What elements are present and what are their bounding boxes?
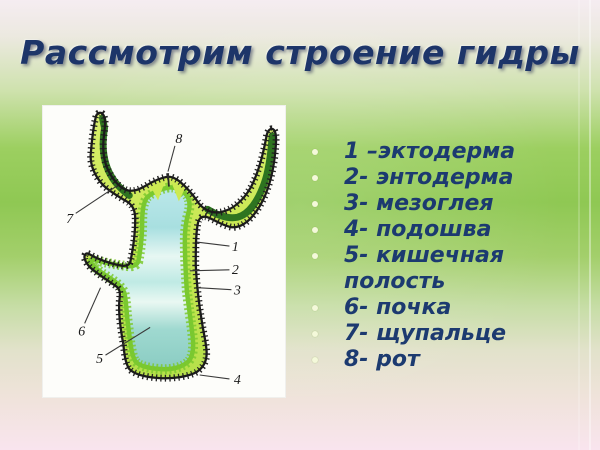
- legend-item-3: 3- мезоглея: [306, 191, 520, 217]
- figure-label-7: 7: [66, 212, 74, 227]
- legend-item-1: 1 –эктодерма: [306, 139, 520, 165]
- right-edge-highlight-2: [578, 0, 580, 450]
- bullet-icon: [312, 253, 318, 259]
- leader-line-8: [167, 145, 176, 172]
- bullet-icon: [312, 201, 318, 207]
- endoderm-fringe: [85, 182, 199, 375]
- leader-line-5: [105, 326, 151, 356]
- bullet-icon: [312, 357, 318, 363]
- figure-label-6: 6: [78, 324, 85, 339]
- hydra-diagram: 8 7 1 2 3 6 5 4: [66, 109, 280, 388]
- legend-item-6: 6- почка: [306, 295, 520, 321]
- figure-label-2: 2: [232, 263, 239, 278]
- figure-label-5: 5: [96, 352, 103, 367]
- legend-item-label: 1 –эктодерма: [344, 139, 516, 164]
- figure-label-1: 1: [232, 240, 239, 255]
- legend-item-7: 7- щупальце: [306, 321, 520, 347]
- legend-list: 1 –эктодерма 2- энтодерма 3- мезоглея 4-…: [306, 139, 520, 373]
- legend-item-label: 4- подошва: [344, 217, 492, 242]
- legend-item-label: 5- кишечная полость: [344, 243, 505, 294]
- figure-label-8: 8: [175, 132, 182, 147]
- legend-item-label: 2- энтодерма: [344, 165, 514, 190]
- legend-item-5: 5- кишечная полость: [306, 243, 520, 295]
- leader-line-7: [75, 185, 118, 214]
- figure-label-4: 4: [234, 373, 241, 388]
- legend-item-label: 6- почка: [344, 295, 452, 320]
- right-tentacle-core: [204, 132, 276, 222]
- bullet-icon: [312, 227, 318, 233]
- leader-line-2: [189, 269, 230, 272]
- leader-line-6: [84, 287, 102, 324]
- legend-item-label: 7- щупальце: [344, 321, 507, 346]
- bullet-icon: [312, 175, 318, 181]
- leader-line-3: [197, 287, 232, 291]
- mouth-slit: [167, 173, 170, 187]
- bullet-icon: [312, 331, 318, 337]
- legend-item-2: 2- энтодерма: [306, 165, 520, 191]
- leader-line-4: [199, 374, 230, 380]
- legend-item-8: 8- рот: [306, 347, 520, 373]
- right-edge-highlight: [589, 0, 591, 450]
- legend-item-label: 8- рот: [344, 347, 420, 372]
- figure-label-3: 3: [233, 284, 241, 299]
- slide-title: Рассмотрим строение гидры: [20, 33, 580, 72]
- legend-item-4: 4- подошва: [306, 217, 520, 243]
- leader-line-1: [196, 241, 230, 247]
- hydra-figure-box: 8 7 1 2 3 6 5 4: [42, 105, 286, 398]
- mouth-funnel-right: [169, 178, 186, 202]
- bullet-icon: [312, 305, 318, 311]
- mouth-funnel-left: [150, 178, 166, 201]
- legend-item-label: 3- мезоглея: [344, 191, 494, 216]
- bullet-icon: [312, 149, 318, 155]
